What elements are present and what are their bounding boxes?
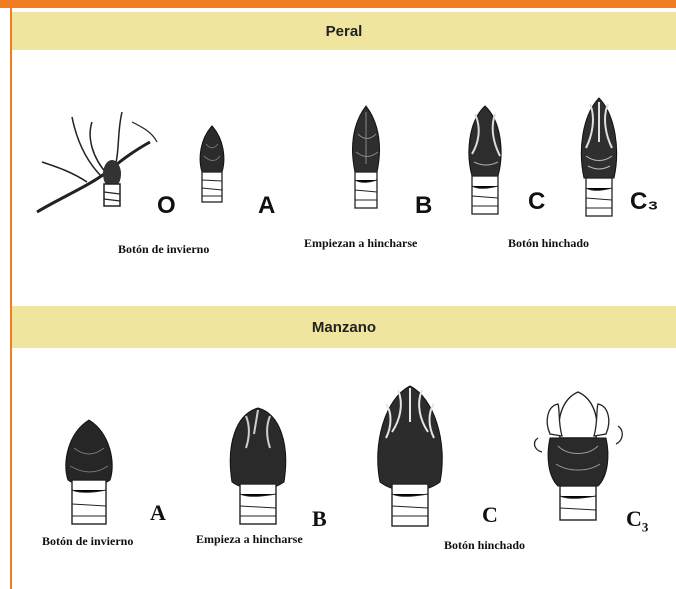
apple-stage-label-c: C: [482, 502, 498, 528]
section-title-peral: Peral: [326, 23, 363, 40]
pear-bud-c-illustration: [460, 104, 510, 216]
pear-caption-swelling: Empiezan a hincharse: [304, 236, 417, 251]
apple-bud-a-illustration: [54, 418, 124, 530]
apple-caption-winter-bud: Botón de invierno: [42, 534, 133, 549]
pear-bud-b-illustration: [344, 104, 389, 214]
section-header-manzano: Manzano: [12, 306, 676, 348]
apple-stage-label-c3-subscript: 3: [642, 519, 649, 534]
apple-caption-swelling: Empieza a hincharse: [196, 532, 303, 547]
section-header-peral: Peral: [12, 12, 676, 50]
panel-peral: O A B C C₃ Botón de invierno Empiezan a …: [12, 52, 676, 298]
top-accent-bar: [0, 0, 676, 8]
apple-stage-label-b: B: [312, 506, 327, 532]
apple-stage-label-a: A: [150, 500, 166, 526]
apple-caption-swollen-bud: Botón hinchado: [444, 538, 525, 553]
section-title-manzano: Manzano: [312, 319, 376, 336]
pear-bud-winter-branch-illustration: [32, 102, 162, 222]
pear-caption-winter-bud: Botón de invierno: [118, 242, 209, 257]
apple-bud-c-illustration: [368, 382, 452, 532]
pear-stage-label-a: A: [258, 192, 275, 220]
panel-manzano: A B C C3 Botón de invierno Empieza a hin…: [12, 350, 676, 589]
apple-stage-label-c3-letter: C: [626, 506, 642, 531]
pear-caption-swollen-bud: Botón hinchado: [508, 236, 589, 251]
apple-stage-label-c3: C3: [626, 506, 648, 535]
apple-bud-c3-illustration: [528, 386, 628, 526]
pear-bud-c3-illustration: [572, 96, 626, 220]
pear-bud-a-illustration: [192, 124, 232, 214]
pear-stage-label-o: O: [157, 192, 176, 220]
pear-stage-label-b: B: [415, 192, 432, 220]
pear-stage-label-c3: C₃: [630, 188, 658, 216]
pear-stage-label-c: C: [528, 188, 545, 216]
apple-bud-b-illustration: [220, 404, 296, 528]
